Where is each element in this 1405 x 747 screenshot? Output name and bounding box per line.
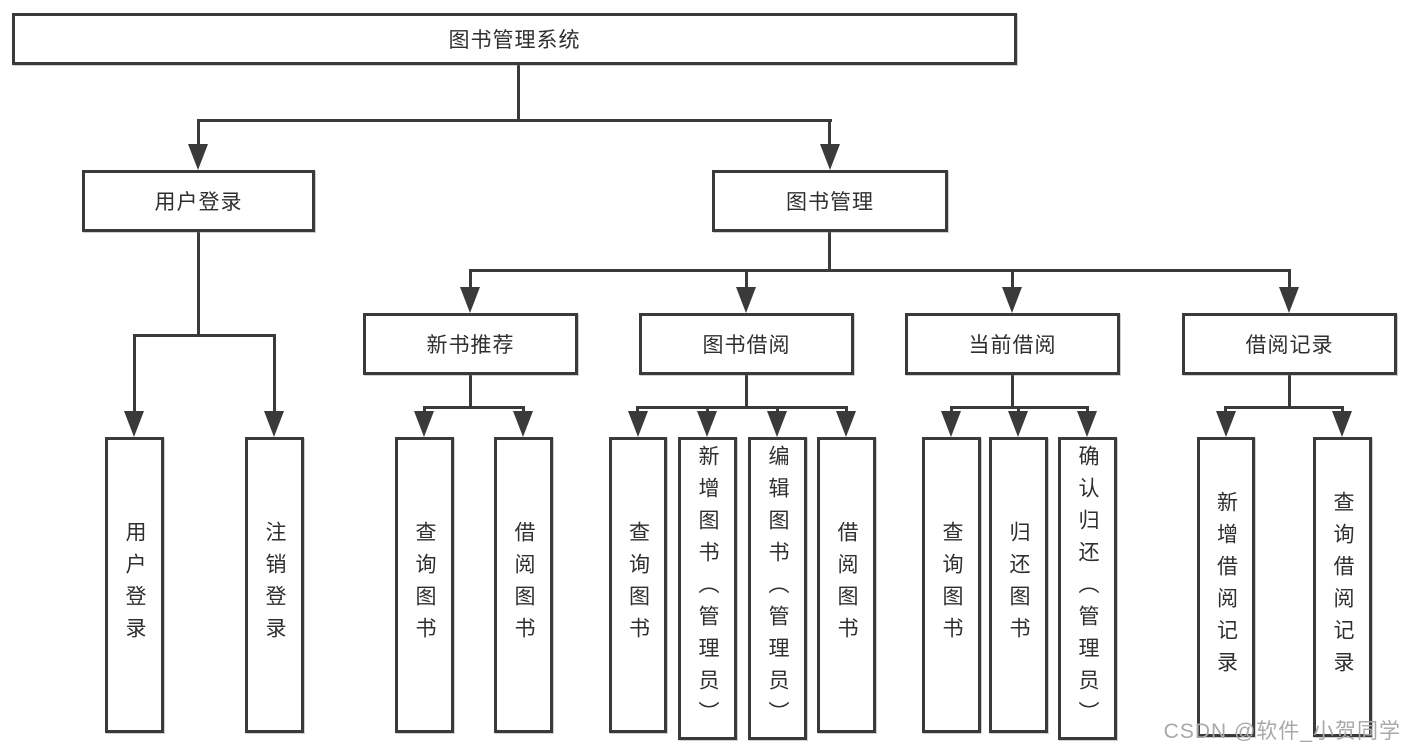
leaf-label: 查询图书 bbox=[413, 521, 436, 649]
arrowhead-leaf bbox=[941, 411, 961, 437]
leaf-label: 借阅图书 bbox=[835, 521, 858, 649]
leaf-label: 编辑图书（管理员） bbox=[766, 444, 789, 733]
arrowhead-leaf bbox=[1216, 411, 1236, 437]
node-new-books-label: 新书推荐 bbox=[426, 334, 515, 357]
node-borrow-records: 借阅记录 bbox=[1182, 313, 1397, 375]
connector-stem-leaf bbox=[273, 334, 276, 412]
arrowhead-leaf bbox=[513, 411, 533, 437]
arrowhead-leaf bbox=[836, 411, 856, 437]
node-new-books: 新书推荐 bbox=[363, 313, 578, 375]
connector-new-books-trunk bbox=[469, 375, 472, 408]
arrowhead-new-books bbox=[460, 287, 480, 313]
connector-book-borrow-branch bbox=[636, 406, 848, 409]
leaf-logout: 注销登录 bbox=[245, 437, 304, 733]
connector-root-trunk bbox=[517, 65, 520, 122]
arrowhead-leaf bbox=[767, 411, 787, 437]
arrowhead-current-borrow bbox=[1002, 287, 1022, 313]
connector-stem-leaf bbox=[950, 406, 953, 413]
leaf-return-books: 归还图书 bbox=[989, 437, 1048, 733]
connector-stem-leaf bbox=[522, 406, 525, 413]
arrowhead-user-login bbox=[188, 144, 208, 170]
leaf-add-borrow-record: 新增借阅记录 bbox=[1197, 437, 1255, 737]
leaf-query-books-2: 查询图书 bbox=[609, 437, 667, 733]
node-user-login-label: 用户登录 bbox=[154, 191, 243, 214]
leaf-label: 用户登录 bbox=[123, 521, 146, 649]
arrowhead-leaf bbox=[1008, 411, 1028, 437]
connector-stem-leaf bbox=[423, 406, 426, 413]
connector-stem-new-books bbox=[469, 269, 472, 289]
leaf-borrow-books-2: 借阅图书 bbox=[817, 437, 876, 733]
csdn-watermark: CSDN @软件_小贺同学 bbox=[1163, 720, 1401, 743]
connector-stem-borrow-records bbox=[1288, 269, 1291, 289]
arrowhead-book-mgmt bbox=[820, 144, 840, 170]
connector-book-borrow-trunk bbox=[745, 375, 748, 408]
arrowhead-book-borrow bbox=[736, 287, 756, 313]
node-user-login: 用户登录 bbox=[82, 170, 315, 232]
connector-level3-branch bbox=[469, 269, 1291, 272]
arrowhead-borrow-records bbox=[1279, 287, 1299, 313]
leaf-label: 借阅图书 bbox=[512, 521, 535, 649]
leaf-add-books-admin: 新增图书（管理员） bbox=[678, 437, 737, 740]
connector-stem-leaf bbox=[1086, 406, 1089, 413]
connector-book-mgmt-trunk bbox=[828, 232, 831, 271]
arrowhead-leaf bbox=[124, 411, 144, 437]
leaf-label: 注销登录 bbox=[263, 521, 286, 649]
connector-user-login-branch bbox=[133, 334, 276, 337]
leaf-user-login: 用户登录 bbox=[105, 437, 164, 733]
leaf-label: 新增借阅记录 bbox=[1214, 491, 1238, 683]
leaf-confirm-return-admin: 确认归还（管理员） bbox=[1058, 437, 1117, 740]
node-root: 图书管理系统 bbox=[12, 13, 1017, 65]
leaf-label: 查询图书 bbox=[940, 521, 963, 649]
leaf-edit-books-admin: 编辑图书（管理员） bbox=[748, 437, 807, 740]
arrowhead-leaf bbox=[414, 411, 434, 437]
leaf-query-books-3: 查询图书 bbox=[922, 437, 981, 733]
connector-stem-book-mgmt bbox=[828, 119, 831, 146]
connector-user-login-trunk bbox=[197, 232, 200, 336]
leaf-borrow-books-1: 借阅图书 bbox=[494, 437, 553, 733]
leaf-query-borrow-record: 查询借阅记录 bbox=[1313, 437, 1372, 737]
node-current-borrow: 当前借阅 bbox=[905, 313, 1120, 375]
connector-new-books-branch bbox=[423, 406, 525, 409]
connector-stem-user-login bbox=[197, 119, 200, 146]
connector-stem-leaf bbox=[776, 406, 779, 413]
node-current-borrow-label: 当前借阅 bbox=[968, 334, 1057, 357]
connector-stem-leaf bbox=[133, 334, 136, 412]
connector-stem-book-borrow bbox=[745, 269, 748, 289]
connector-stem-leaf bbox=[1341, 406, 1344, 413]
connector-borrow-records-trunk bbox=[1288, 375, 1291, 408]
node-book-mgmt: 图书管理 bbox=[712, 170, 948, 232]
connector-stem-leaf bbox=[706, 406, 709, 413]
arrowhead-leaf bbox=[1077, 411, 1097, 437]
connector-stem-leaf bbox=[1017, 406, 1020, 413]
connector-stem-current-borrow bbox=[1011, 269, 1014, 289]
node-book-borrow-label: 图书借阅 bbox=[702, 334, 791, 357]
connector-stem-leaf bbox=[1224, 406, 1227, 413]
leaf-label: 新增图书（管理员） bbox=[696, 444, 719, 733]
leaf-label: 查询借阅记录 bbox=[1331, 491, 1354, 683]
arrowhead-leaf bbox=[697, 411, 717, 437]
leaf-query-books-1: 查询图书 bbox=[395, 437, 454, 733]
arrowhead-leaf bbox=[628, 411, 648, 437]
node-root-label: 图书管理系统 bbox=[448, 29, 581, 52]
leaf-label: 确认归还（管理员） bbox=[1076, 444, 1099, 733]
node-book-mgmt-label: 图书管理 bbox=[786, 191, 874, 214]
leaf-label: 归还图书 bbox=[1007, 521, 1030, 649]
node-book-borrow: 图书借阅 bbox=[639, 313, 854, 375]
connector-stem-leaf bbox=[636, 406, 639, 413]
connector-current-borrow-trunk bbox=[1011, 375, 1014, 408]
connector-stem-leaf bbox=[845, 406, 848, 413]
arrowhead-leaf bbox=[1332, 411, 1352, 437]
node-borrow-records-label: 借阅记录 bbox=[1245, 334, 1334, 357]
arrowhead-leaf bbox=[264, 411, 284, 437]
leaf-label: 查询图书 bbox=[626, 521, 650, 649]
connector-level2-branch bbox=[197, 119, 832, 122]
connector-borrow-records-branch bbox=[1224, 406, 1344, 409]
